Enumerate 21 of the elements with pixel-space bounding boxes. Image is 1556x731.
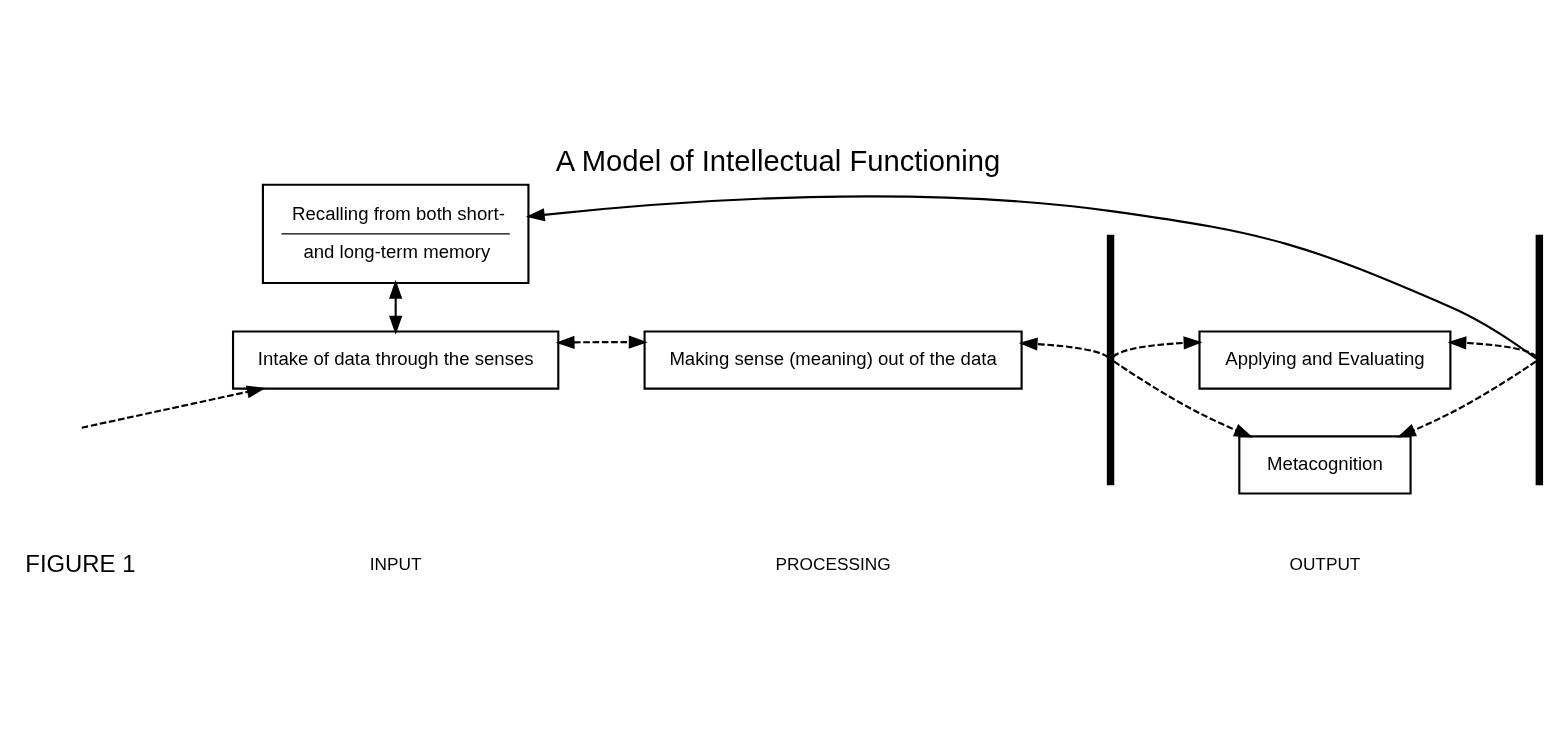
arrow	[81, 384, 266, 429]
label: INPUT	[369, 553, 422, 574]
label: OUTPUT	[1289, 553, 1361, 574]
node-box: Metacognition	[1238, 434, 1412, 494]
node-bar	[1106, 234, 1115, 485]
label: FIGURE 1	[25, 549, 136, 577]
arrow	[525, 194, 1537, 359]
arrow	[555, 335, 648, 349]
arrow	[1018, 336, 1109, 358]
arrow	[1447, 335, 1538, 358]
node-box: Making sense (meaning) out of the data	[643, 329, 1023, 390]
node-box: Intake of data through the senses	[232, 329, 560, 390]
arrow	[1112, 335, 1203, 358]
node-box: Applying and Evaluating	[1198, 329, 1452, 390]
node-box: Recalling from both short- and long-term memory	[261, 183, 530, 284]
arrow	[389, 279, 403, 335]
label: PROCESSING	[775, 553, 891, 574]
arrow	[1113, 360, 1253, 438]
node-bar	[1535, 234, 1544, 485]
diagram-title: A Model of Intellectual Functioning	[555, 144, 1001, 177]
arrow	[1397, 360, 1537, 438]
